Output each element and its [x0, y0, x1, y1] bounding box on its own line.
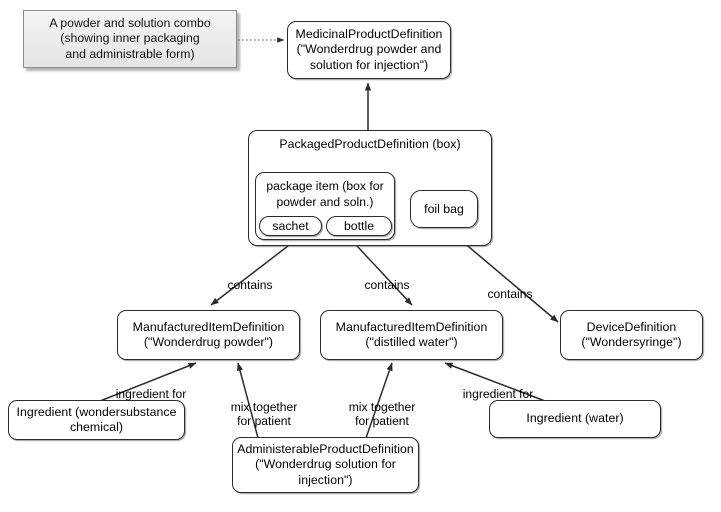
node-label: sachet — [272, 218, 309, 233]
note-text: A powder and solution combo (showing inn… — [49, 15, 211, 61]
node-label: MedicinalProductDefinition ("Wonderdrug … — [295, 26, 443, 72]
edge-label-contains-powder: contains — [227, 277, 273, 292]
node-label: ManufacturedItemDefinition ("Wonderdrug … — [132, 319, 285, 350]
node-bottle[interactable]: bottle — [326, 216, 392, 236]
node-manufactured-item-water[interactable]: ManufacturedItemDefinition ("distilled w… — [320, 310, 503, 360]
node-label: bottle — [343, 218, 375, 233]
node-medicinal-product-definition[interactable]: MedicinalProductDefinition ("Wonderdrug … — [287, 21, 451, 79]
node-label: Ingredient (wondersubstance chemical) — [16, 404, 177, 435]
node-label: PackagedProductDefinition (box) — [279, 137, 461, 151]
edge-label-mix-left: mix together for patient — [230, 399, 298, 429]
node-ingredient-chemical[interactable]: Ingredient (wondersubstance chemical) — [8, 400, 185, 440]
node-manufactured-item-powder[interactable]: ManufacturedItemDefinition ("Wonderdrug … — [117, 310, 300, 360]
node-label: package item (box for powder and soln.) — [266, 179, 384, 209]
node-device-definition[interactable]: DeviceDefinition ("Wondersyringe") — [560, 310, 703, 360]
node-label: foil bag — [424, 201, 464, 216]
edge-label-contains-device: contains — [487, 286, 533, 301]
node-foil-bag[interactable]: foil bag — [410, 190, 478, 228]
node-sachet[interactable]: sachet — [259, 216, 322, 236]
edge-label-contains-water: contains — [364, 277, 410, 292]
edge-label-ingredient-for-right: ingredient for — [462, 386, 534, 401]
note-box: A powder and solution combo (showing inn… — [23, 10, 237, 68]
edge-label-ingredient-for-left: ingredient for — [115, 386, 187, 401]
node-ingredient-water[interactable]: Ingredient (water) — [489, 400, 661, 438]
node-label: ManufacturedItemDefinition ("distilled w… — [335, 319, 488, 350]
node-label: DeviceDefinition ("Wondersyringe") — [581, 319, 682, 350]
node-label: Ingredient (water) — [526, 411, 624, 426]
node-administerable-product-definition[interactable]: AdministerableProductDefinition ("Wonder… — [232, 437, 419, 493]
node-label: AdministerableProductDefinition ("Wonder… — [237, 441, 414, 487]
edge-label-mix-right: mix together for patient — [348, 399, 416, 429]
